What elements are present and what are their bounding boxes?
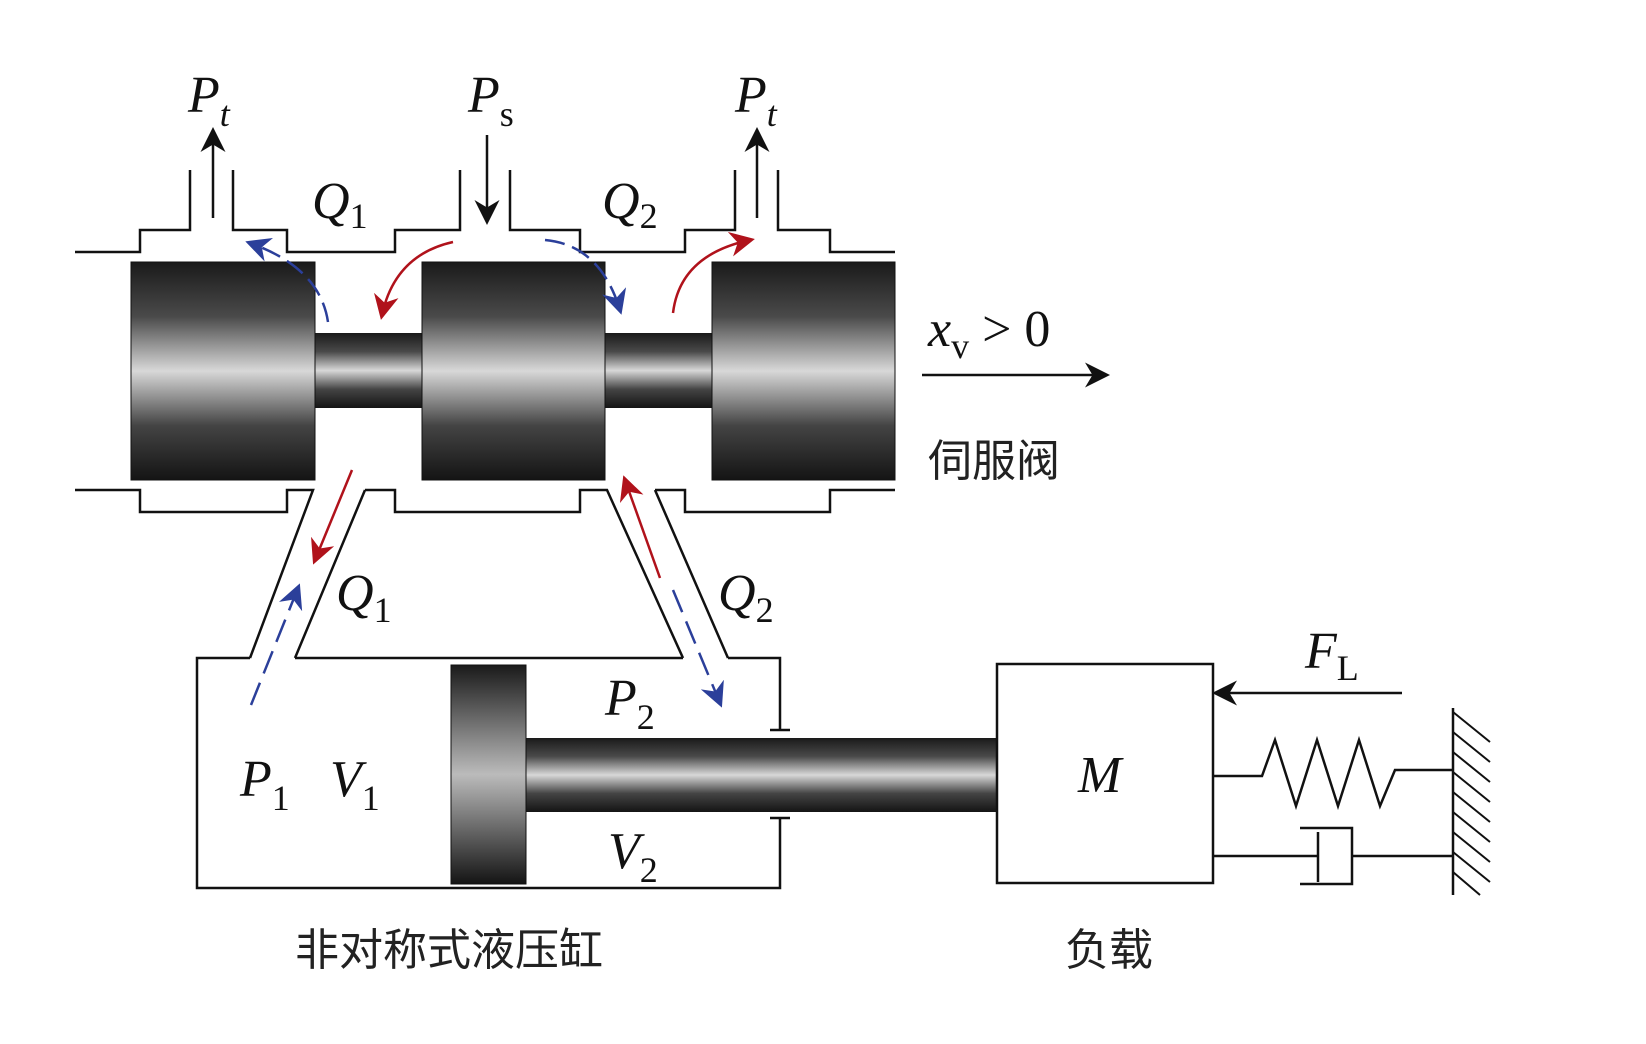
cylinder-body: [195, 656, 790, 890]
damper: [1213, 826, 1453, 886]
flow-blue-q1: [249, 583, 303, 706]
label-q2-top: Q2: [602, 173, 658, 236]
spool-land-left: [130, 261, 316, 481]
label-cylinder: 非对称式液压缸: [295, 925, 603, 976]
label-q1-top: Q1: [312, 173, 368, 236]
label-v2: V2: [608, 823, 658, 890]
spool-rod-right: [605, 333, 712, 408]
spool-land-right: [711, 261, 896, 481]
label-v1: V1: [330, 751, 380, 818]
flow-red-right-tank: [671, 231, 755, 314]
flow-blue-q2: [671, 589, 724, 708]
fixed-wall: [1451, 708, 1491, 896]
label-mass: M: [1077, 747, 1124, 804]
label-servo-valve: 伺服阀: [928, 436, 1060, 487]
piston-rod: [526, 738, 997, 812]
flow-blue-left-tank: [245, 237, 330, 323]
label-force: FL: [1304, 623, 1359, 688]
label-p1: P1: [239, 751, 290, 818]
flow-red-q1: [311, 469, 354, 565]
flow-red-supply-left: [374, 240, 454, 320]
label-pt-left: Pt: [187, 67, 231, 134]
flow-blue-supply-right: [544, 238, 627, 315]
load-mass: [995, 662, 1215, 885]
label-displacement: xv > 0: [927, 301, 1050, 366]
spring: [1213, 735, 1453, 811]
label-pt-right: Pt: [734, 67, 778, 134]
spool-land-middle: [421, 261, 606, 481]
label-p2: P2: [604, 670, 655, 737]
label-q2: Q2: [718, 565, 774, 630]
flow-arrows: [245, 231, 755, 708]
spool-rod-left: [315, 333, 422, 408]
label-q1: Q1: [336, 565, 392, 630]
label-load: 负载: [1065, 925, 1153, 976]
valve-body: [75, 170, 895, 659]
label-ps: Ps: [467, 67, 514, 134]
flow-red-q2: [619, 475, 662, 579]
piston: [450, 664, 527, 885]
